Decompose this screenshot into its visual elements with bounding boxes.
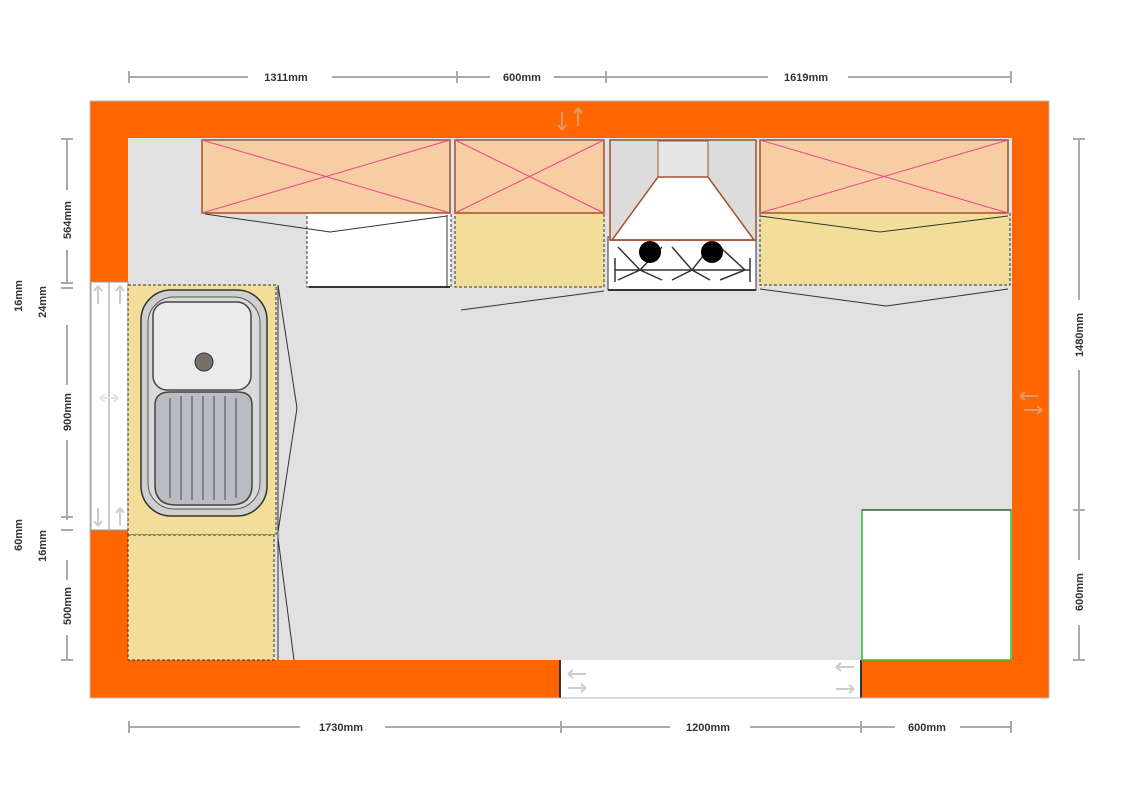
dim-left-outer-2: 60mm [13,519,25,551]
sink-basin [152,301,252,391]
dim-left-inner-3: 900mm [62,393,74,431]
dim-bottom-2: 1200mm [686,722,730,734]
wall-resize-arrow-icon-right [1019,391,1043,415]
drain-icon [194,352,214,372]
base-cabinet-left-bottom[interactable] [127,534,275,661]
dimension-labels: 1311mm 600mm 1619mm 1730mm 1200mm 600mm … [13,72,1086,734]
base-cabinet-top-middle[interactable] [454,212,605,288]
wall-cabinet-top-middle[interactable] [454,139,605,214]
dim-right-1: 1480mm [1074,313,1086,357]
range-hood[interactable] [609,139,757,241]
base-cabinet-top-right[interactable] [759,212,1011,286]
dim-left-inner-2: 24mm [37,286,49,318]
dim-right-2: 600mm [1074,573,1086,611]
cooktop[interactable] [607,236,757,291]
dim-top-3: 1619mm [784,72,828,84]
wall-resize-arrow-icon [557,107,583,131]
base-cabinet-top-left[interactable] [306,212,452,288]
dim-top-1: 1311mm [264,72,308,84]
door-opening[interactable] [559,660,862,698]
dim-top-2: 600mm [503,72,541,84]
dimension-lines [61,71,1085,733]
plan-border [89,100,1050,699]
dim-left-inner-1: 564mm [62,201,74,239]
dim-bottom-3: 600mm [908,722,946,734]
dim-bottom-1: 1730mm [319,722,363,734]
wall-cabinet-top-left[interactable] [201,139,451,214]
dim-left-inner-5: 500mm [62,587,74,625]
window-resize-arrow-icon [93,285,125,527]
dim-left-outer-1: 16mm [13,280,25,312]
cabinet-door-swing-lines [204,213,1009,661]
burner-icon [701,241,723,263]
door-resize-arrow-icon [567,662,855,694]
window-left-wall[interactable] [90,281,129,531]
fridge[interactable] [861,509,1012,661]
burner-icon [639,241,661,263]
dim-left-inner-4: 16mm [37,530,49,562]
wall-cabinet-top-right[interactable] [759,139,1009,214]
sink[interactable] [140,289,268,517]
